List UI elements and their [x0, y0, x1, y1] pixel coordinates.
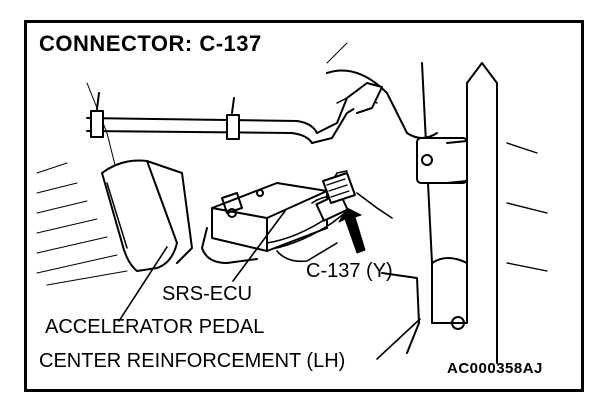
- diagram-frame: CONNECTOR: C-137 C-137 (Y) SRS-ECU ACCEL…: [24, 20, 584, 392]
- leader-lines: [118, 210, 421, 360]
- diagram-title: CONNECTOR: C-137: [39, 31, 262, 56]
- connector-label: C-137 (Y): [306, 260, 393, 282]
- support-bracket: [86, 82, 383, 144]
- c137-connector: [315, 172, 356, 222]
- vehicle-interior-illustration: [36, 42, 548, 364]
- center-reinforcement-label: CENTER REINFORCEMENT (LH): [39, 350, 346, 372]
- center-reinforcement-panel: [326, 42, 548, 364]
- accelerator-pedal: [101, 159, 193, 272]
- srs-ecu-unit: [201, 182, 328, 264]
- accelerator-pedal-label: ACCELERATOR PEDAL: [45, 316, 265, 338]
- connector-arrow: [338, 207, 366, 254]
- srs-ecu-label: SRS-ECU: [162, 283, 253, 305]
- figure-code: AC000358AJ: [447, 360, 543, 377]
